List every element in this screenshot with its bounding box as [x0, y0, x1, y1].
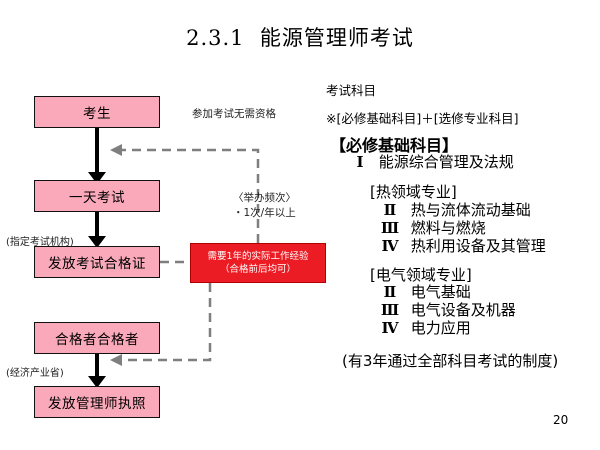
item-numeral: Ⅰ — [356, 153, 364, 171]
heat-item-4: Ⅳ 热利用设备及其管理 — [380, 235, 546, 256]
item-text: 电力应用 — [410, 319, 471, 337]
experience-line-1: 需要1年的实际工作经验 — [207, 251, 309, 262]
frequency-title: 〈举办频次〉 — [233, 192, 296, 204]
flow-box-issue-license: 发放管理师执照 — [34, 386, 160, 418]
flow-box-one-day-exam: 一天考试 — [34, 180, 160, 212]
item-numeral: Ⅲ — [380, 301, 400, 319]
frequency-value: ・1次/年以上 — [233, 207, 296, 219]
item-numeral: Ⅲ — [380, 219, 400, 237]
heat-item-3: Ⅲ 燃料与燃烧 — [380, 217, 486, 238]
subjects-heading: 考试科目 — [326, 83, 377, 98]
flow-box-qualified: 合格者合格者 — [34, 322, 160, 354]
page-title: 2.3.1 能源管理师考试 — [186, 26, 414, 50]
note-no-qualification: 参加考试无需资格 — [192, 108, 276, 120]
item-text: 热利用设备及其管理 — [410, 237, 546, 255]
flow-box-candidate: 考生 — [34, 96, 160, 128]
experience-line-2: （合格前后均可） — [219, 264, 296, 275]
electric-item-4: Ⅳ 电力应用 — [380, 317, 471, 338]
frequency-note: 〈举办频次〉 ・1次/年以上 — [233, 191, 296, 221]
exam-period-note: (有3年通过全部科目考试的制度) — [342, 352, 559, 370]
dashed-loop — [118, 148, 260, 362]
electric-field-title: [电气领域专业] — [370, 266, 472, 284]
note-ministry: (经济产业省) — [6, 368, 64, 379]
required-item-1: Ⅰ 能源综合管理及法规 — [350, 151, 514, 172]
page-number: 20 — [553, 413, 569, 427]
electric-item-2: Ⅱ 电气基础 — [380, 281, 471, 302]
item-text: 电气设备及机器 — [410, 301, 516, 319]
item-numeral: Ⅳ — [381, 237, 399, 255]
note-designated-exam-org: (指定考试机构) — [6, 237, 74, 248]
heat-field-title: [热领域专业] — [370, 183, 457, 201]
experience-requirement-box: 需要1年的实际工作经验 （合格前后均可） — [190, 243, 326, 283]
item-numeral: Ⅱ — [383, 283, 397, 301]
electric-item-3: Ⅲ 电气设备及机器 — [380, 299, 516, 320]
item-text: 热与流体流动基础 — [410, 201, 531, 219]
heat-item-2: Ⅱ 热与流体流动基础 — [380, 199, 531, 220]
item-text: 电气基础 — [410, 283, 471, 301]
item-text: 能源综合管理及法规 — [378, 153, 514, 171]
item-numeral: Ⅱ — [383, 201, 397, 219]
flow-box-issue-certificate: 发放考试合格证 — [34, 246, 160, 278]
item-numeral: Ⅳ — [381, 319, 399, 337]
required-subjects-title: 【必修基础科目】 — [330, 136, 459, 155]
item-text: 燃料与燃烧 — [410, 219, 486, 237]
subjects-formula: ※[必修基础科目]＋[选修专业科目] — [326, 111, 519, 126]
